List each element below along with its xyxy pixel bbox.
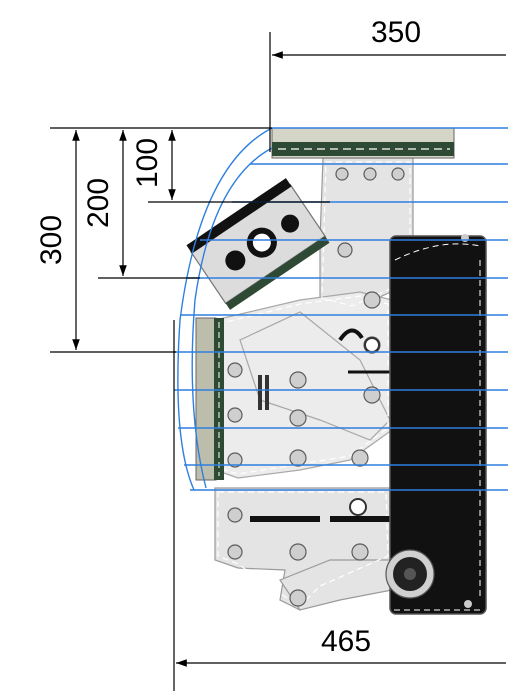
bolt	[227, 544, 243, 560]
blue-reference-lines	[174, 127, 508, 491]
dim-label-200: 200	[82, 178, 115, 228]
dim-label-300: 300	[35, 215, 68, 265]
bolt	[227, 407, 243, 423]
dim-label-100: 100	[131, 138, 164, 188]
bolt	[363, 167, 377, 181]
diagonal-arm	[239, 311, 391, 441]
bolt	[289, 371, 307, 389]
bolt	[351, 449, 369, 467]
black-body	[385, 234, 487, 615]
wheel-center	[404, 568, 416, 580]
bolt	[363, 291, 381, 309]
dimension-lines	[50, 32, 506, 691]
slot	[265, 375, 269, 410]
housing-screw	[461, 234, 469, 242]
bolt	[227, 362, 243, 378]
strip-pcb	[214, 318, 224, 480]
bolt	[289, 589, 307, 607]
bolt	[351, 543, 369, 561]
dim-label-465: 465	[321, 625, 371, 658]
dimension-labels: 350 465 100 200 300	[35, 16, 421, 658]
bolt	[337, 242, 353, 258]
bolts	[227, 167, 405, 607]
module-hole	[281, 214, 300, 233]
plate-outline	[217, 295, 389, 475]
slot	[258, 375, 262, 410]
module-top-bar	[186, 178, 292, 254]
hole	[349, 498, 367, 516]
bolt	[391, 167, 405, 181]
module-pcb	[225, 236, 330, 310]
dark-bar	[250, 516, 320, 522]
bolt	[227, 507, 243, 523]
bolt	[227, 452, 243, 468]
module-hole	[225, 250, 246, 271]
black-housing	[389, 235, 487, 615]
blue-inner-arc	[191, 147, 273, 489]
bolt	[289, 409, 307, 427]
bolt	[289, 543, 307, 561]
bolt	[363, 386, 381, 404]
hook	[338, 328, 364, 342]
top-pcb-strip	[271, 127, 455, 159]
blue-outer-arc	[177, 127, 273, 491]
dim-label-350: 350	[371, 16, 421, 49]
bolt	[335, 167, 349, 181]
module-hole	[246, 227, 277, 258]
bolt	[289, 449, 307, 467]
tilted-module	[186, 178, 330, 310]
housing-screw	[464, 600, 472, 608]
hole	[364, 337, 380, 353]
dark-bar	[330, 516, 390, 522]
left-pcb-strip	[195, 317, 224, 481]
